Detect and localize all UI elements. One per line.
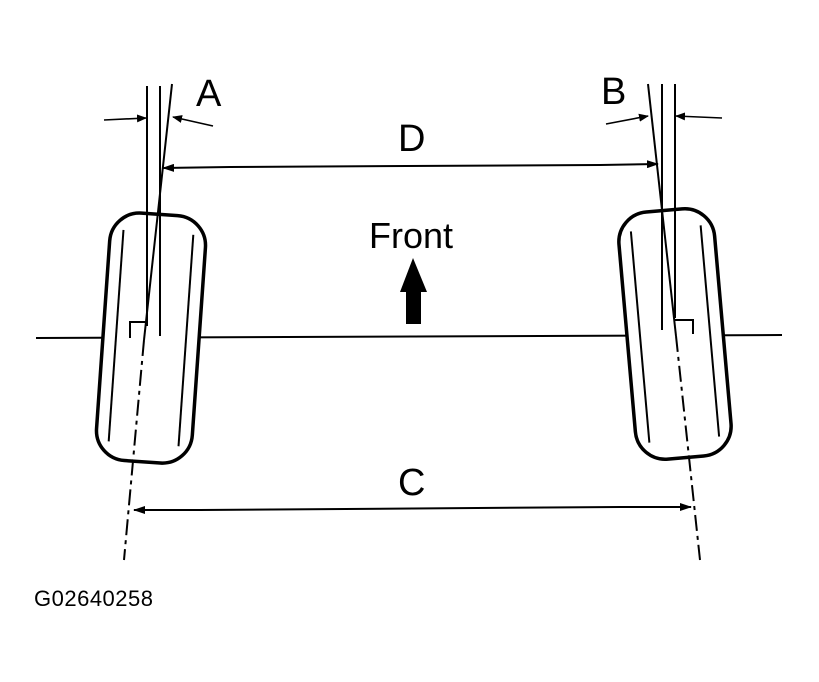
figure-id: G02640258 [34, 586, 154, 611]
angle-a-arrow [103, 114, 147, 123]
front-direction-arrow [400, 258, 427, 324]
right-wheel-centerline-dashed [675, 335, 701, 561]
front-arrow-head [400, 258, 427, 292]
left-wheel [94, 83, 214, 561]
dimension-c [133, 503, 692, 514]
left-right-angle-mark [129, 321, 147, 338]
dimension-d-arrow-left [162, 163, 231, 172]
left-wheel-centerline [143, 83, 173, 341]
front-arrow-shaft [406, 288, 421, 324]
label-d: D [398, 118, 425, 160]
left-tire-inner-line [107, 229, 125, 442]
angle-b-arrow [605, 113, 649, 125]
label-front: Front [369, 215, 453, 256]
label-c: C [398, 462, 425, 504]
dimension-d-line [229, 164, 601, 168]
right-tire-inner-line [699, 225, 721, 437]
dimension-d-arrow-right [599, 160, 659, 169]
left-tire-inner-line [177, 234, 195, 447]
right-wheel [605, 83, 733, 561]
label-b: B [601, 71, 626, 113]
right-tire-inner-line [629, 231, 651, 443]
label-a: A [196, 73, 222, 115]
angle-b-arrow [675, 112, 723, 121]
dimension-c-line [199, 506, 621, 511]
left-wheel-centerline-dashed [123, 339, 145, 561]
right-right-angle-mark [675, 319, 694, 334]
left-tire-outline [94, 211, 208, 465]
dimension-d [162, 160, 659, 172]
angle-a-arrow [172, 115, 214, 127]
right-wheel-centerline [647, 83, 677, 337]
